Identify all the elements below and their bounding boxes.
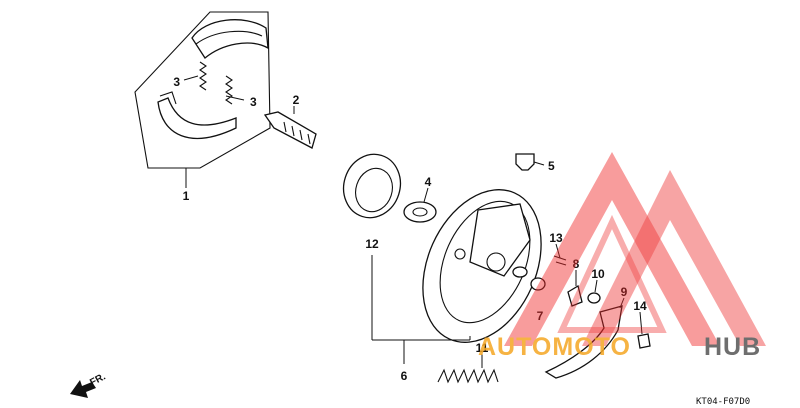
part-label-12: 12 bbox=[365, 237, 379, 251]
part-label-10: 10 bbox=[591, 267, 605, 281]
part-label-3a: 3 bbox=[173, 75, 180, 89]
part-label-1: 1 bbox=[183, 189, 190, 203]
direction-label: FR. bbox=[88, 371, 108, 388]
part-label-3b: 3 bbox=[250, 95, 257, 109]
part-label-11: 11 bbox=[476, 341, 489, 355]
watermark-text-b: HUB bbox=[704, 333, 761, 361]
part-label-8: 8 bbox=[573, 257, 580, 271]
dust-seal bbox=[342, 153, 402, 219]
watermark-text-a: AUTOMOTO bbox=[478, 333, 631, 361]
part-label-13: 13 bbox=[549, 231, 563, 245]
brake-shoe-assembly bbox=[134, 11, 271, 169]
diagram-code: KT04-F07D0 bbox=[696, 397, 750, 407]
brake-cam bbox=[263, 111, 317, 149]
leader-lines bbox=[183, 75, 643, 368]
part-label-14: 14 bbox=[633, 299, 647, 313]
small-fasteners bbox=[530, 255, 651, 349]
brake-arm bbox=[544, 305, 623, 379]
part-label-6: 6 bbox=[401, 369, 408, 383]
speedometer-gear bbox=[403, 201, 437, 223]
watermark-logo: AUTOMOTO HUB bbox=[478, 152, 766, 361]
bolt-small bbox=[515, 153, 535, 171]
brake-panel bbox=[422, 189, 542, 343]
part-label-5: 5 bbox=[548, 159, 555, 173]
return-spring bbox=[437, 368, 499, 384]
front-direction-arrow: FR. bbox=[70, 371, 108, 398]
part-label-7: 7 bbox=[537, 309, 544, 323]
part-label-2: 2 bbox=[293, 93, 300, 107]
part-label-9: 9 bbox=[621, 285, 628, 299]
part-label-4: 4 bbox=[425, 175, 432, 189]
